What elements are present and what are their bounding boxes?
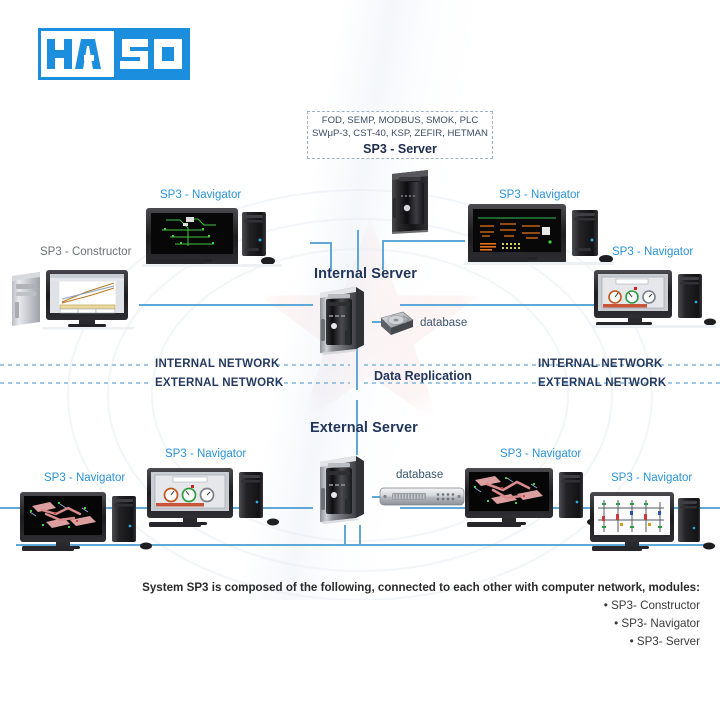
logo-text-ha [46,39,101,69]
haso-logo [38,28,190,80]
internal-server-tower[interactable] [316,283,368,355]
label-data-replication: Data Replication [374,369,472,383]
workstation-nav-mid-right[interactable] [590,268,720,330]
logo-left-half [41,31,114,77]
caption-block: System SP3 is composed of the following,… [40,578,700,651]
label-nav-bottom-left: SP3 - Navigator [165,448,247,460]
workstation-nav-bottom-far-left[interactable] [16,490,166,552]
label-internal-network-right: INTERNAL NETWORK [538,358,663,370]
protocol-title: SP3 - Server [363,142,437,156]
workstation-nav-top-left[interactable] [142,206,314,268]
workstation-nav-bottom-far-right[interactable] [588,490,716,552]
external-server-tower[interactable] [316,452,368,524]
protocol-line-2: SWμP-3, CST-40, KSP, ZEFIR, HETMAN [312,127,488,139]
label-nav-top-left: SP3 - Navigator [160,189,242,201]
label-internal-server: Internal Server [314,266,418,282]
caption-item-1: • SP3- Navigator [614,617,700,630]
workstation-nav-bottom-left[interactable] [143,466,293,528]
label-nav-bottom-far-right: SP3 - Navigator [611,472,693,484]
label-external-server: External Server [310,420,418,436]
workstation-constructor[interactable] [8,266,144,330]
label-internal-database: database [420,317,468,329]
workstation-nav-top-right[interactable] [460,202,638,268]
caption-item-0: • SP3- Constructor [603,599,700,612]
label-nav-mid-right: SP3 - Navigator [612,246,694,258]
logo-text-so [119,39,182,69]
sp3-server-tower[interactable] [386,168,434,234]
label-nav-bottom-far-left: SP3 - Navigator [44,472,126,484]
protocol-line-1: FOD, SEMP, MODBUS, SMOK, PLC [321,115,479,126]
logo-right-half [114,31,187,77]
protocol-box: FOD, SEMP, MODBUS, SMOK, PLC SWμP-3, CST… [307,111,493,159]
external-database-appliance[interactable] [378,484,466,510]
label-internal-network-left: INTERNAL NETWORK [155,358,280,370]
internal-database-disk[interactable] [379,310,415,340]
caption-item-2: • SP3- Server [629,635,700,648]
label-nav-top-right: SP3 - Navigator [499,189,581,201]
network-zone-dividers [0,364,720,384]
label-constructor: SP3 - Constructor [40,246,132,258]
label-external-database: database [396,469,444,481]
caption-heading: System SP3 is composed of the following,… [142,581,700,594]
label-nav-bottom-right: SP3 - Navigator [500,448,582,460]
label-external-network-right: EXTERNAL NETWORK [538,377,667,389]
label-external-network-left: EXTERNAL NETWORK [155,377,284,389]
